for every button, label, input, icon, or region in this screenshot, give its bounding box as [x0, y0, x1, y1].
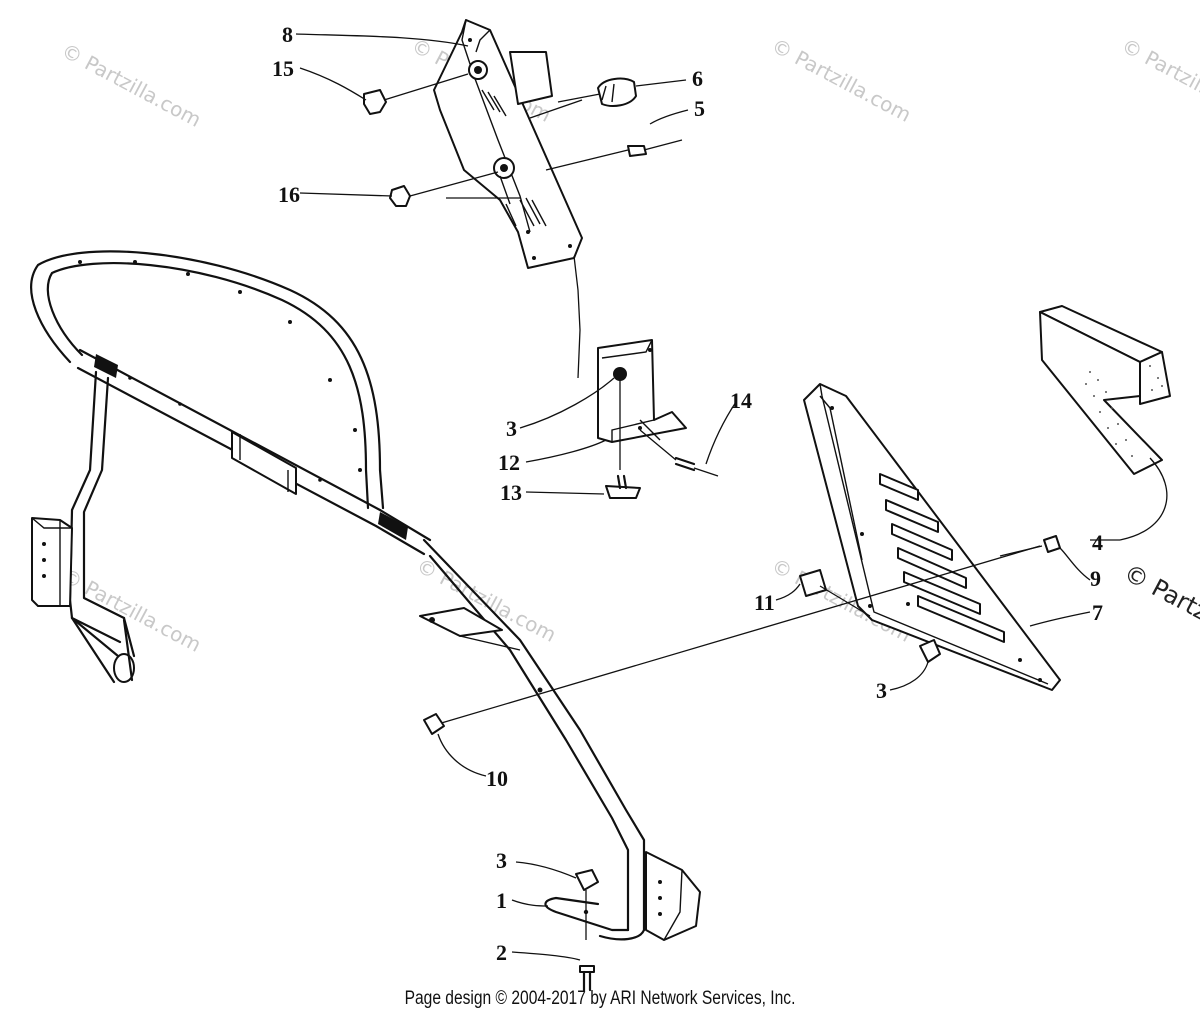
upper-bracket: [363, 19, 683, 379]
callout-3-lower: 3: [496, 848, 507, 873]
watermark-1: © Partzilla.com: [58, 38, 206, 132]
callout-9: 9: [1090, 566, 1101, 591]
callout-13: 13: [500, 480, 522, 505]
callout-14: 14: [730, 388, 752, 413]
watermark-4: © Partzilla.com: [1118, 33, 1200, 127]
lower-hardware: [575, 869, 599, 992]
page-footer: Page design © 2004-2017 by ARI Network S…: [404, 988, 796, 1009]
callout-12: 12: [498, 450, 520, 475]
callout-6: 6: [692, 66, 703, 91]
callout-5: 5: [694, 96, 705, 121]
watermark-3: © Partzilla.com: [768, 33, 916, 127]
callout-1: 1: [496, 888, 507, 913]
handle-frame: [30, 250, 701, 941]
side-panel: [799, 383, 1061, 691]
callout-leaders: [295, 33, 1120, 961]
callout-labels: 8 15 16 6 5 3 12 13 14 4 9 7 11 3 10 3 1…: [272, 22, 1103, 965]
callout-10: 10: [486, 766, 508, 791]
callout-16: 16: [278, 182, 300, 207]
callout-11: 11: [754, 590, 775, 615]
callout-8: 8: [282, 22, 293, 47]
assembly-line: [437, 545, 1041, 725]
watermark-partial: © Partz: [1119, 559, 1200, 627]
foam-pad: [1039, 305, 1171, 541]
callout-4: 4: [1092, 530, 1103, 555]
callout-2: 2: [496, 940, 507, 965]
nut-10: [423, 713, 445, 735]
callout-3-upper: 3: [506, 416, 517, 441]
panel-vents: [879, 473, 1005, 643]
callout-15: 15: [272, 56, 294, 81]
callout-7: 7: [1092, 600, 1103, 625]
middle-bracket: [597, 339, 719, 499]
callout-3-panel: 3: [876, 678, 887, 703]
